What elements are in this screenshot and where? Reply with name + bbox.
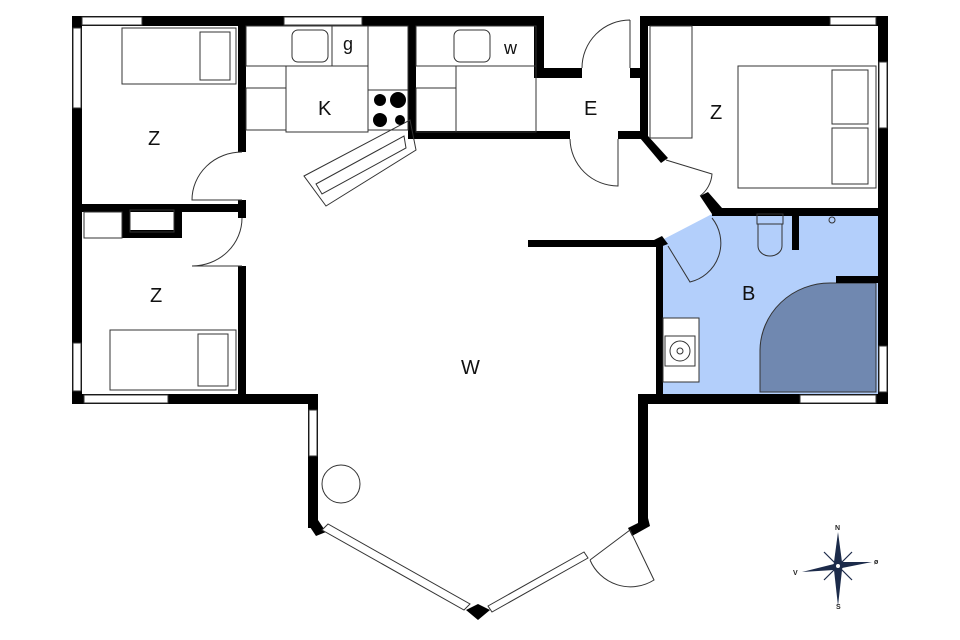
- room-label-bedroom-nw: Z: [148, 128, 160, 150]
- room-label-washer: w: [503, 38, 518, 58]
- room-label-bedroom-sw: Z: [150, 285, 162, 307]
- compass-south: S: [836, 604, 841, 611]
- windows: [72, 16, 888, 613]
- compass-rose-icon: [802, 532, 872, 606]
- room-label-living: W: [461, 357, 480, 379]
- room-label-bedroom-ne: Z: [710, 102, 722, 124]
- shower-area: [759, 282, 877, 393]
- doors: [191, 19, 722, 588]
- compass-east: ø: [874, 559, 879, 566]
- stove-burners: [373, 92, 406, 127]
- room-label-bathroom: B: [742, 283, 755, 305]
- compass-north: N: [835, 525, 840, 532]
- room-label-entrance: E: [584, 98, 597, 120]
- furniture: [83, 25, 877, 504]
- room-label-kitchen: K: [318, 98, 332, 120]
- room-label-dishwasher: g: [343, 34, 353, 54]
- compass-west: V: [793, 570, 798, 577]
